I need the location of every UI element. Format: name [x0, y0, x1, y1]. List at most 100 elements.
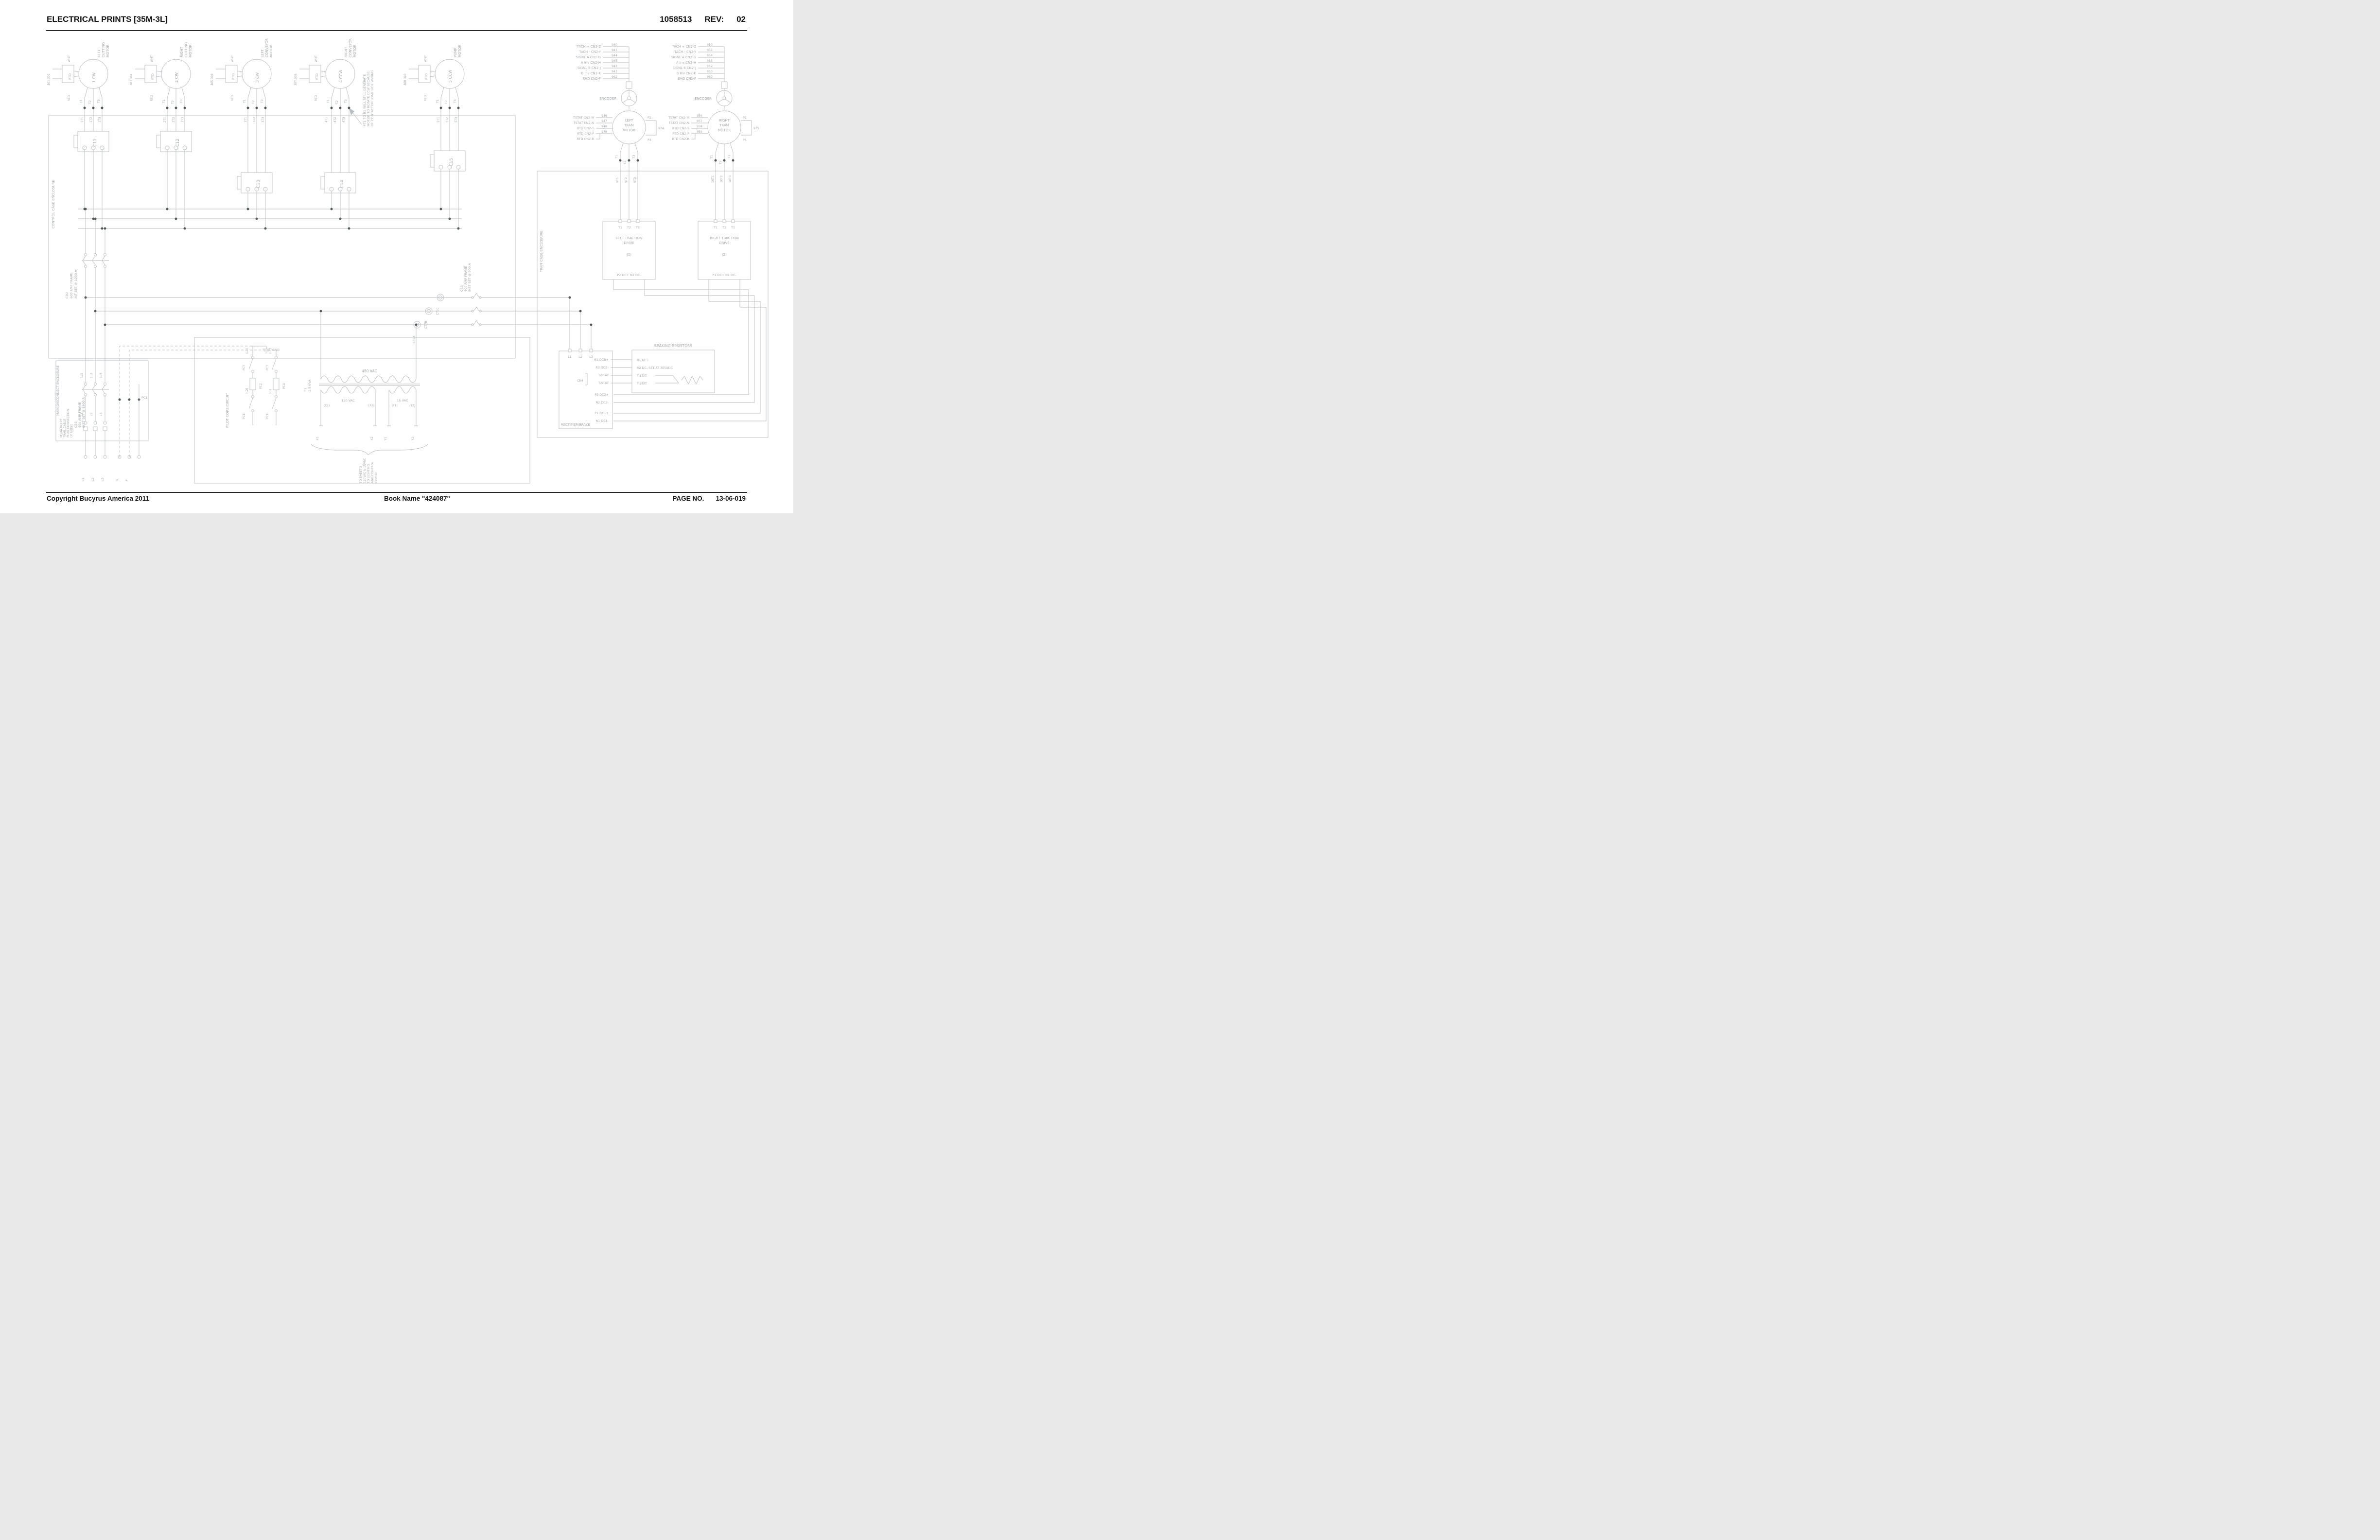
- plug-terminal: G: [116, 479, 119, 481]
- breaker-label: CB3400 AMP FRAMEINST SET @ 800 A: [460, 263, 472, 292]
- tstat-row: TSTAT CN2-N: [668, 121, 689, 125]
- pilot-terminal: (G): [269, 389, 272, 394]
- terminal: T3: [454, 99, 457, 104]
- ct-label: CT7A: [413, 335, 416, 343]
- sec-terminal: (X1): [324, 404, 330, 407]
- main-disconnect: 1L1 1L2 1L3 CB1900 AMP FRAMEINST SET @ 1…: [60, 346, 275, 481]
- current-transformers: CTLC CT7B CT7A: [413, 294, 444, 343]
- terminal: T3: [728, 155, 731, 159]
- rev-value: 02: [736, 15, 746, 24]
- wire-label: 3T3: [262, 117, 265, 122]
- motor-right-conveyor: RIGHTCONVEYORMOTOR 4 CCW RTD 307 308 WHT…: [294, 38, 357, 173]
- braking-title: BRAKING RESISTORS: [654, 344, 692, 348]
- signal-row: SIGNL A CN2-G: [671, 55, 696, 59]
- terminal: T3: [97, 99, 101, 104]
- signal-row: SIGNL B CN2-J: [578, 66, 601, 70]
- terminal: T2: [624, 160, 627, 165]
- terminal: T1: [162, 99, 166, 104]
- wire-label: 10T1: [711, 175, 715, 183]
- contactor-label: C13: [256, 180, 261, 188]
- signal-row: SIGNL A CN2-G: [576, 55, 601, 59]
- sec-lead: Y2: [411, 437, 415, 441]
- wire-label: 9T2: [625, 177, 628, 183]
- pilot-core-circuit: PILOT CORE CIRCUIT GND (L3) PCT (L2) PCT…: [226, 346, 286, 428]
- brake-terminal: P3: [648, 139, 651, 142]
- wire-number: 956: [697, 114, 702, 118]
- tstat-row: TSTAT CN2-M: [668, 116, 689, 120]
- footer-rule: [46, 492, 747, 493]
- rev-label: REV:: [704, 15, 724, 24]
- tstat-row: RTD CN2-R: [577, 137, 595, 141]
- wire-number: 958: [697, 125, 702, 128]
- tstat-row: TSTAT CN2-M: [573, 116, 594, 120]
- terminal: T2: [627, 226, 631, 229]
- drive-number: (1): [627, 253, 631, 257]
- pilot-terminal: (L2): [245, 388, 249, 394]
- secondary2-voltage: 15 VAC: [397, 399, 408, 402]
- terminal: T2: [722, 226, 726, 229]
- pilot-device: PC3: [282, 383, 286, 389]
- wire-color: WHT: [315, 55, 318, 62]
- transformer-t1: 480 VAC T11.5 KVA 120 VAC 15 VAC (X1) (X…: [303, 311, 428, 484]
- pc1-label: PC1: [141, 396, 148, 400]
- wire-color: RED: [231, 95, 234, 101]
- wire-label: 2T3: [181, 117, 184, 122]
- signal-row: A Inv CN2-H: [676, 61, 696, 65]
- wire-number: 952: [707, 65, 713, 68]
- contactor-label: C15: [449, 158, 454, 166]
- brake-terminal: P3: [743, 139, 747, 142]
- ct-label: CTLC: [436, 308, 439, 315]
- wire-number: 963: [707, 75, 713, 79]
- wire-number: 951: [707, 49, 713, 52]
- brake-terminal: P2: [743, 116, 747, 120]
- plug-terminal: P: [125, 479, 129, 481]
- sec-terminal: (Y2): [409, 404, 415, 407]
- rtd-wires: 305 306: [210, 73, 214, 86]
- gnd-label: GND: [272, 348, 280, 352]
- tstat-row: TSTAT CN2-N: [573, 121, 594, 125]
- signal-row: B Inv CN2-K: [581, 71, 601, 75]
- sec-terminal: (X2): [368, 404, 374, 407]
- rtd-label: RTD: [315, 73, 319, 80]
- wire-color: WHT: [424, 55, 427, 62]
- pilot-terminal: (L3): [245, 348, 249, 354]
- connector-label: CN4: [577, 379, 583, 383]
- wire-number: 950: [707, 43, 713, 47]
- page-number: 13-06-019: [716, 495, 746, 502]
- contactor-c12: C12: [156, 131, 192, 228]
- wire-label: L1: [80, 413, 84, 416]
- wire-label: 1T1: [81, 117, 84, 122]
- plug-note: MSHA RECPTTRAIL CABLEPLUG CONNECTION(IF …: [60, 409, 73, 438]
- braking-row: R1 DC+: [637, 358, 649, 362]
- terminal: T1: [436, 99, 439, 104]
- motor-left-cutting: LEFTCUTTINGMOTOR 1 CW RTD 301 302 WHT RE…: [47, 42, 110, 131]
- rectifier-terminal: T-STAT: [598, 381, 609, 385]
- signal-row: TACH - CN2-Y: [578, 50, 601, 54]
- signal-row: SIGNL B CN2-J: [673, 66, 696, 70]
- plug-terminal: L2: [91, 478, 95, 481]
- tstat-row: RTD CN2-R: [672, 137, 690, 141]
- wire-label: 4T1: [325, 117, 328, 122]
- page-label: PAGE NO.: [672, 495, 704, 502]
- rtd-wires: 309 310: [403, 73, 407, 86]
- wire-label: 1L2: [90, 373, 93, 378]
- wire-number: 945: [612, 59, 617, 63]
- motor-rotation: 3 CW: [255, 72, 260, 83]
- terminal: T1: [618, 226, 622, 229]
- drive-terminals: P2 DC+ N2 DC-: [617, 273, 641, 277]
- wire-number: 941: [612, 49, 617, 52]
- tram-case-label: TRAM CASE ENCLOSURE: [540, 231, 543, 273]
- plug-terminal: L1: [82, 478, 85, 481]
- motor-name: RIGHTCUTTINGMOTOR: [180, 42, 192, 57]
- rtd-label: RTD: [424, 73, 428, 80]
- wire-number: 943: [612, 70, 617, 73]
- sec-lead: X1: [316, 437, 319, 440]
- distribution-bus: [78, 209, 462, 229]
- enclosure-outlines: [48, 115, 769, 484]
- motor-left-conveyor: LEFTCONVEYORMOTOR 3 CW RTD 305 306 WHT R…: [210, 38, 273, 173]
- wiring-note: 4T1 TO B1 WILL STILL GENERATEMOTOR TO RO…: [363, 70, 374, 126]
- motor-rotation: 5 CCW: [448, 70, 453, 83]
